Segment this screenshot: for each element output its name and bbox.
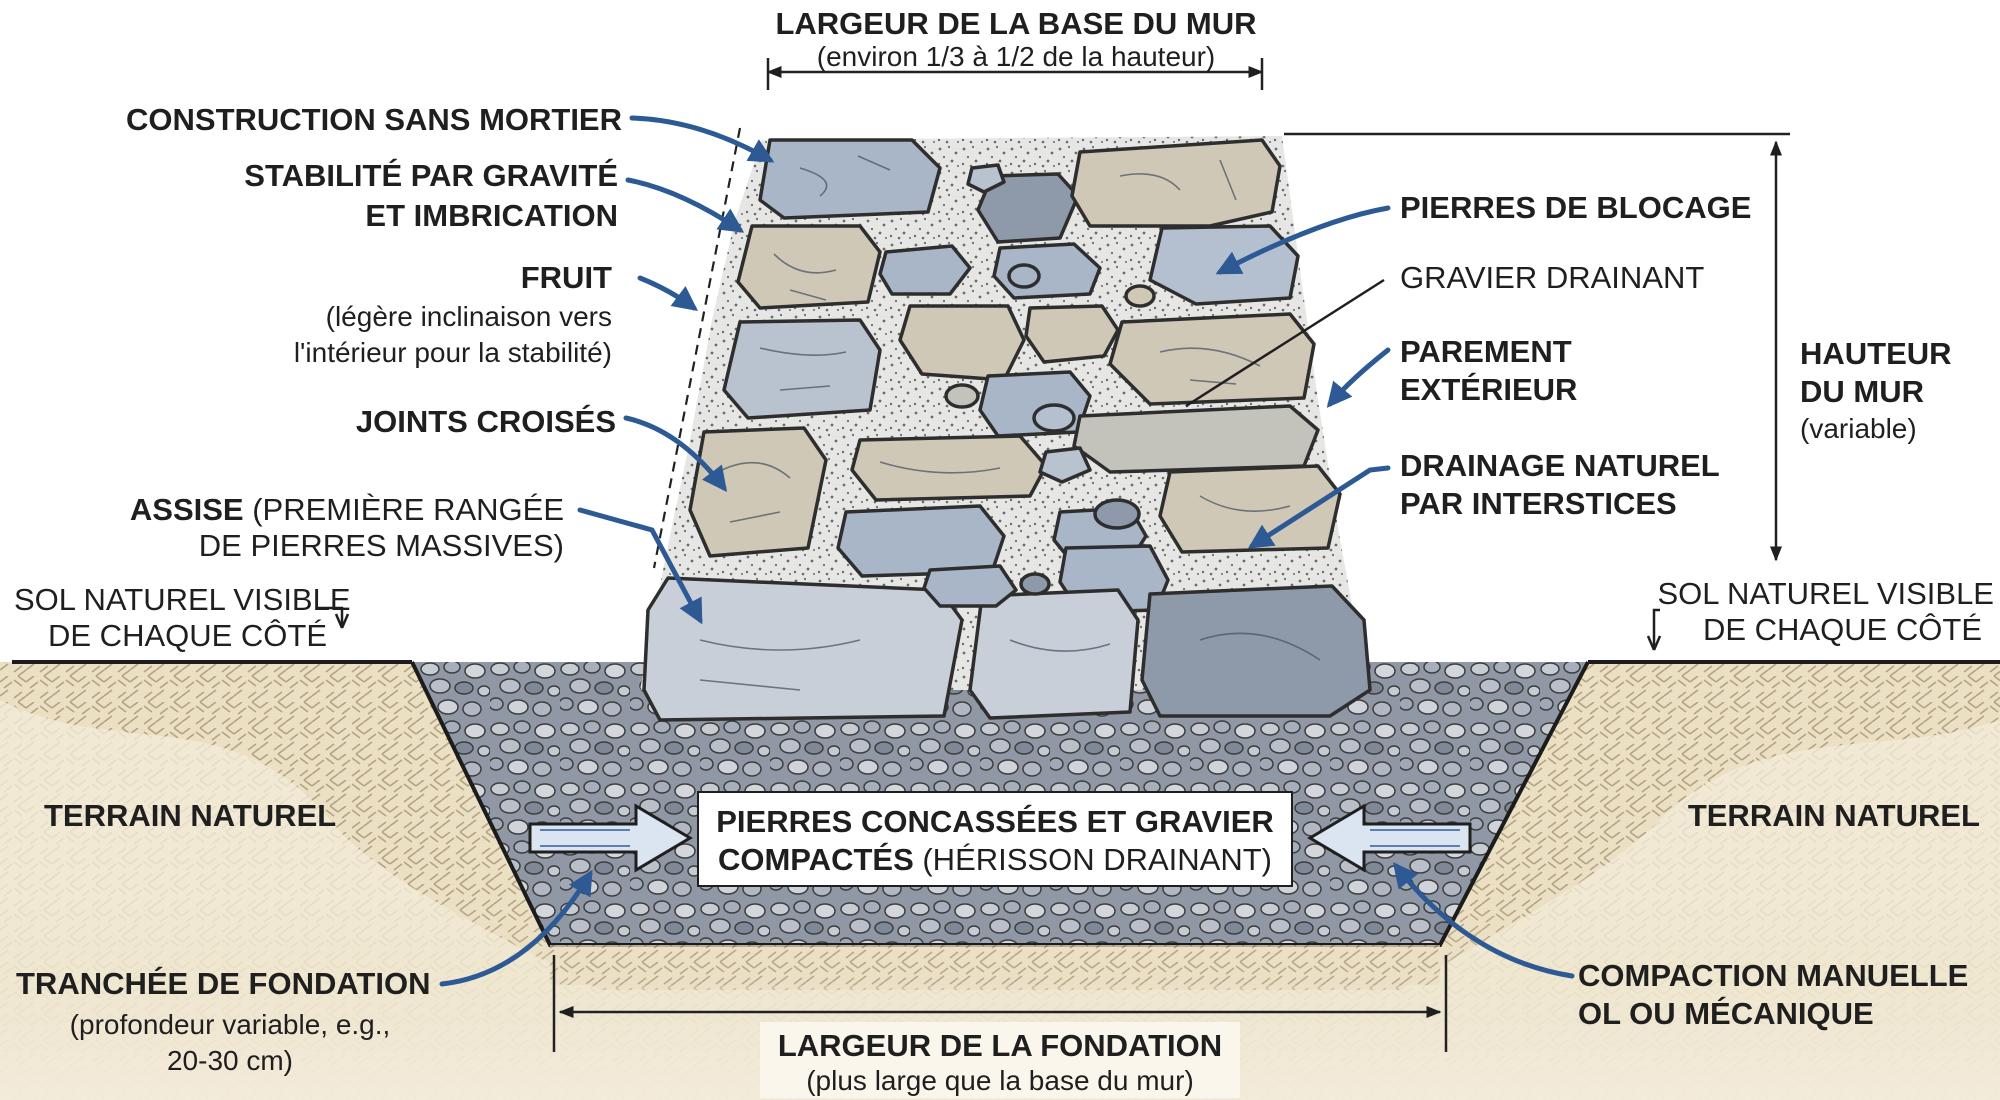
pointer-parement bbox=[1326, 347, 1391, 408]
label-fondation: LARGEUR DE LA FONDATION bbox=[778, 1028, 1222, 1063]
pointer-arrows bbox=[318, 115, 1662, 987]
foundation-width-dimension bbox=[552, 955, 1448, 1052]
pointer-tranchee bbox=[439, 869, 593, 987]
label-pierres-blocage: PIERRES DE BLOCAGE bbox=[1400, 190, 1751, 225]
pointer-sol-right bbox=[1652, 608, 1660, 650]
label-joints: JOINTS CROISÉS bbox=[356, 404, 616, 439]
label-stabilite-2: ET IMBRICATION bbox=[365, 198, 618, 233]
label-parement-2: EXTÉRIEUR bbox=[1400, 372, 1577, 407]
label-tranchee: TRANCHÉE DE FONDATION bbox=[16, 966, 430, 1001]
label-stabilite-1: STABILITÉ PAR GRAVITÉ bbox=[244, 158, 618, 193]
herisson-label-box bbox=[697, 791, 1293, 887]
label-hauteur-3: (variable) bbox=[1800, 413, 1917, 444]
label-hauteur-2: DU MUR bbox=[1800, 374, 1924, 409]
label-herisson-1: PIERRES CONCASSÉES ET GRAVIER bbox=[716, 804, 1274, 839]
batter-line bbox=[652, 127, 742, 569]
label-tranchee-3: 20-30 cm) bbox=[167, 1045, 293, 1076]
label-sol-right-1: SOL NATUREL VISIBLE bbox=[1657, 576, 1994, 611]
label-assise-2: DE PIERRES MASSIVES) bbox=[199, 528, 564, 563]
label-sol-left-1: SOL NATUREL VISIBLE bbox=[14, 582, 351, 617]
compaction-arrow-left bbox=[528, 803, 693, 873]
label-fruit-note-2: l'intérieur pour la stabilité) bbox=[294, 337, 612, 368]
label-sol-right-2: DE CHAQUE CÔTÉ bbox=[1703, 612, 1982, 647]
label-construction: CONSTRUCTION SANS MORTIER bbox=[126, 102, 622, 137]
pointer-compaction bbox=[1392, 862, 1575, 979]
label-assise: ASSISE (PREMIÈRE RANGÉE bbox=[130, 492, 564, 527]
pointer-construction bbox=[629, 115, 775, 163]
label-compaction-2: OL OU MÉCANIQUE bbox=[1578, 996, 1874, 1031]
text-labels: LARGEUR DE LA BASE DU MUR (environ 1/3 à… bbox=[14, 6, 1994, 1098]
wall-stones bbox=[642, 138, 1372, 722]
label-tranchee-2: (profondeur variable, e.g., bbox=[70, 1009, 391, 1040]
label-parement-1: PAREMENT bbox=[1400, 334, 1572, 369]
label-fondation-2: (plus large que la base du mur) bbox=[806, 1065, 1194, 1096]
label-compaction-1: COMPACTION MANUELLE bbox=[1578, 958, 1968, 993]
pointer-drainage bbox=[1247, 465, 1391, 549]
pointer-fruit bbox=[637, 275, 699, 311]
label-herisson-2: COMPACTÉS (HÉRISSON DRAINANT) bbox=[718, 842, 1272, 877]
wall-base-width-dimension bbox=[766, 58, 1264, 90]
label-fruit: FRUIT bbox=[521, 260, 612, 295]
label-drainage-1: DRAINAGE NATUREL bbox=[1400, 448, 1720, 483]
wall-height-dimension bbox=[1284, 132, 1790, 562]
label-gravier: GRAVIER DRAINANT bbox=[1400, 260, 1704, 295]
label-terrain-left: TERRAIN NATUREL bbox=[44, 798, 336, 833]
label-fruit-note-1: (légère inclinaison vers bbox=[326, 301, 612, 332]
terrain-soil bbox=[0, 662, 2000, 1100]
base-width-title: LARGEUR DE LA BASE DU MUR bbox=[775, 6, 1256, 41]
base-width-subtitle: (environ 1/3 à 1/2 de la hauteur) bbox=[817, 41, 1215, 72]
pointer-pierres-blocage bbox=[1215, 205, 1391, 275]
pointer-assise bbox=[577, 507, 703, 625]
label-drainage-2: PAR INTERSTICES bbox=[1400, 486, 1677, 521]
label-terrain-right: TERRAIN NATUREL bbox=[1688, 798, 1980, 833]
pointer-gravier bbox=[1185, 278, 1385, 408]
label-sol-left-2: DE CHAQUE CÔTÉ bbox=[48, 618, 327, 653]
pointer-sol-left bbox=[318, 606, 344, 628]
pointer-joints bbox=[623, 415, 728, 492]
compaction-arrow-right bbox=[1307, 803, 1472, 873]
pointer-stabilite bbox=[625, 177, 745, 233]
label-hauteur-1: HAUTEUR bbox=[1800, 336, 1952, 371]
